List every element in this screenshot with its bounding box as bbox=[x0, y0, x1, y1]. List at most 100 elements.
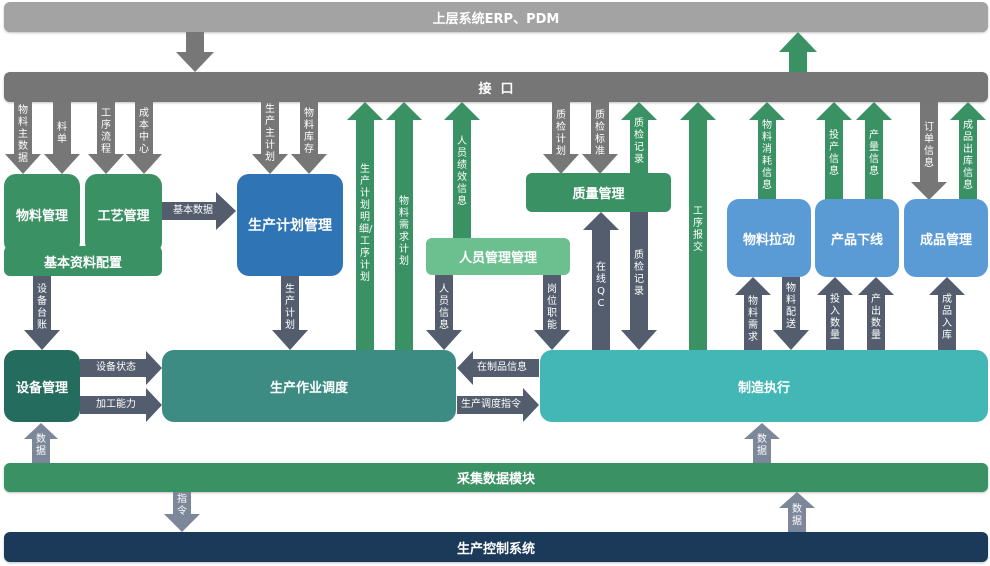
qc-record-up-arrow bbox=[621, 102, 657, 174]
equipment-ledger-arrow bbox=[24, 276, 60, 350]
material-req-plan-arrow bbox=[386, 102, 422, 350]
collect-data-label: 采集数据模块 bbox=[456, 472, 535, 487]
input-info-label: 投产信息 bbox=[829, 130, 839, 177]
manufacturing-label: 制造执行 bbox=[737, 380, 790, 396]
wip-info-arrow bbox=[457, 351, 539, 385]
basic-data-arrow bbox=[162, 192, 236, 230]
processing-capacity-arrow bbox=[80, 388, 162, 422]
qc-record-down-label: 质检记录 bbox=[634, 250, 644, 297]
data-to-equipment-label: 数据 bbox=[36, 434, 46, 457]
manufacturing-box: 制造执行 bbox=[540, 350, 988, 422]
finished-in-arrow bbox=[929, 277, 965, 350]
data-up-control-arrow bbox=[779, 492, 815, 532]
master-plan-arrow bbox=[252, 102, 288, 174]
scheduling-box: 生产作业调度 bbox=[162, 350, 456, 422]
process-report-label: 工序报交 bbox=[693, 206, 703, 253]
production-plan-label: 生产计划 bbox=[285, 284, 295, 331]
interface-label: 接 口 bbox=[478, 81, 514, 97]
interface-bar: 接 口 bbox=[4, 72, 988, 102]
staff-perf-label: 人员绩效信息 bbox=[457, 136, 467, 207]
staff-info-label: 人员信息 bbox=[439, 284, 449, 331]
basic-config-label: 基本资料配置 bbox=[43, 255, 122, 271]
process-mgmt-box: 工艺管理 bbox=[85, 174, 162, 254]
material-mgmt-label: 物料管理 bbox=[15, 208, 68, 224]
plan-mgmt-label: 生产计划管理 bbox=[248, 218, 332, 234]
process-mgmt-label: 工艺管理 bbox=[97, 208, 150, 224]
post-duty-arrow bbox=[534, 275, 570, 350]
cost-center-arrow bbox=[126, 102, 162, 174]
quality-mgmt-box: 质量管理 bbox=[526, 173, 671, 212]
staff-perf-arrow bbox=[444, 102, 480, 238]
control-system-bar: 生产控制系统 bbox=[4, 532, 988, 562]
staff-info-arrow bbox=[426, 275, 462, 350]
qc-standard-arrow bbox=[582, 102, 618, 174]
material-pull-label: 物料拉动 bbox=[742, 232, 795, 248]
qc-plan-arrow bbox=[543, 102, 579, 174]
upper-system-label: 上层系统ERP、PDM bbox=[432, 11, 560, 27]
input-qty-label: 投入数量 bbox=[830, 294, 840, 341]
erp-down-arrow bbox=[176, 32, 214, 72]
equipment-mgmt-box: 设备管理 bbox=[4, 350, 80, 422]
data-up-control-label: 数据 bbox=[792, 504, 802, 527]
product-offline-box: 产品下线 bbox=[815, 199, 899, 277]
hr-mgmt-box: 人员管理管理 bbox=[426, 238, 570, 275]
master-plan-label: 生产主计划 bbox=[265, 104, 275, 163]
material-demand-label: 物料需求 bbox=[748, 296, 758, 343]
material-stock-arrow bbox=[291, 102, 327, 174]
input-info-arrow bbox=[816, 102, 852, 200]
data-to-manufacturing-label: 数据 bbox=[757, 434, 767, 457]
wip-info-label: 在制品信息 bbox=[477, 362, 527, 373]
material-demand-arrow bbox=[735, 277, 771, 350]
process-report-arrow bbox=[680, 102, 716, 350]
quality-mgmt-label: 质量管理 bbox=[572, 187, 625, 202]
command-down-label: 指令 bbox=[177, 494, 187, 517]
equipment-mgmt-label: 设备管理 bbox=[15, 380, 68, 396]
finished-out-label: 成品出库信息 bbox=[963, 120, 973, 191]
plan-detail-label: 生产计划明细/工序计划 bbox=[359, 164, 373, 283]
output-info-label: 产量信息 bbox=[869, 130, 879, 177]
material-stock-label: 物料库存 bbox=[304, 108, 314, 155]
process-flow-label: 工序流程 bbox=[101, 108, 111, 155]
qc-plan-label: 质检计划 bbox=[556, 110, 566, 157]
material-master-label: 物料主数据 bbox=[18, 105, 28, 164]
finished-in-label: 成品入库 bbox=[942, 294, 952, 341]
hr-mgmt-label: 人员管理管理 bbox=[458, 251, 537, 266]
qc-record-down-arrow bbox=[621, 212, 657, 350]
material-req-plan-label: 物料需求计划 bbox=[399, 196, 409, 267]
upper-system-bar: 上层系统ERP、PDM bbox=[4, 2, 988, 32]
command-down-arrow bbox=[164, 492, 200, 532]
plan-mgmt-box: 生产计划管理 bbox=[237, 174, 343, 276]
cost-center-label: 成本中心 bbox=[139, 108, 149, 155]
order-info-arrow bbox=[911, 102, 947, 200]
qc-record-up-label: 质检记录 bbox=[634, 118, 644, 165]
bom-arrow bbox=[44, 102, 80, 174]
plan-detail-arrow bbox=[347, 102, 383, 350]
processing-capacity-label: 加工能力 bbox=[96, 399, 136, 410]
material-consume-arrow bbox=[749, 102, 785, 200]
material-mgmt-box: 物料管理 bbox=[4, 174, 80, 254]
material-delivery-label: 物料配送 bbox=[786, 283, 796, 330]
material-delivery-arrow bbox=[773, 277, 809, 350]
data-to-equipment-arrow bbox=[24, 423, 58, 463]
data-to-manufacturing-arrow bbox=[744, 423, 780, 463]
material-consume-label: 物料消耗信息 bbox=[762, 120, 772, 191]
input-qty-arrow bbox=[817, 277, 853, 350]
finished-mgmt-label: 成品管理 bbox=[919, 232, 972, 248]
control-system-label: 生产控制系统 bbox=[456, 541, 535, 557]
dispatch-cmd-arrow bbox=[457, 388, 539, 422]
qc-standard-label: 质检标准 bbox=[595, 110, 605, 157]
basic-data-label: 基本数据 bbox=[173, 205, 213, 216]
material-pull-box: 物料拉动 bbox=[727, 199, 811, 277]
production-plan-arrow bbox=[272, 276, 308, 350]
equipment-status-arrow bbox=[80, 351, 162, 385]
equipment-status-label: 设备状态 bbox=[96, 362, 136, 373]
finished-out-arrow bbox=[950, 102, 986, 200]
collect-data-bar: 采集数据模块 bbox=[4, 463, 988, 492]
bom-label: 料单 bbox=[57, 122, 67, 145]
product-offline-label: 产品下线 bbox=[830, 232, 883, 248]
equipment-ledger-label: 设备台账 bbox=[37, 284, 47, 331]
output-qty-arrow bbox=[858, 277, 894, 350]
interface-up-arrow bbox=[779, 32, 817, 72]
post-duty-label: 岗位职能 bbox=[547, 284, 557, 331]
material-master-arrow bbox=[5, 102, 41, 174]
